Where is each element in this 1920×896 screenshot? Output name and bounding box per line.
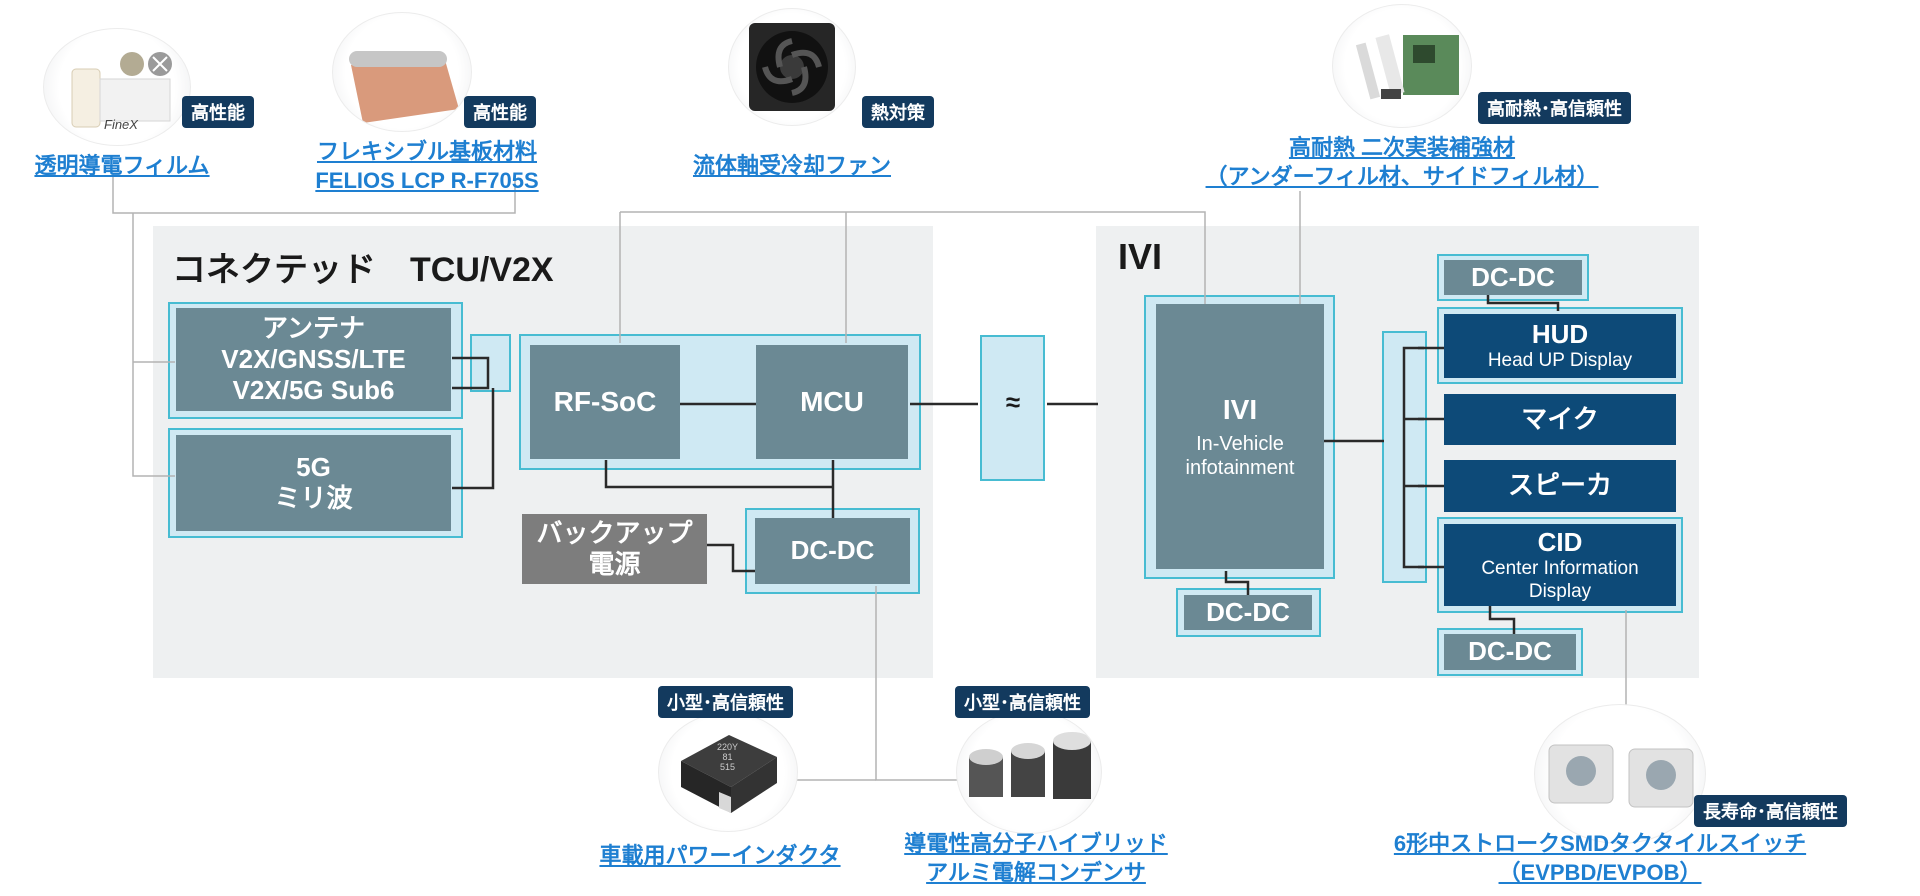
switch-link-line-2[interactable]: （EVPBD/EVPOB） [1498,859,1702,885]
capacitor-badge: 小型･高信頼性 [955,686,1090,718]
hud-subtitle: Head UP Display [1487,350,1633,372]
inductor-photo: 220Y 81 515 [658,712,798,832]
syringe-pcb-icon [1355,34,1459,100]
underfill-link-line-2[interactable]: （アンダーフィル材、サイドフィル材） [1205,163,1599,189]
rfsoc-block: RF-SoC [530,345,680,459]
capacitor-photo [956,710,1102,834]
small-connector-frame [470,334,511,392]
felios-photo [332,12,472,132]
cid-dcdc-block: DC-DC [1444,634,1576,670]
film-photo: FineX [43,28,191,146]
backup-line-2: 電源 [588,549,641,579]
copper-roll-icon [349,51,459,123]
inductor-marking: 220Y 81 515 [717,742,739,773]
switch-badge: 長寿命･高信頼性 [1694,795,1847,827]
ivi-block-title: IVI [1222,393,1258,425]
switch-link-line-1[interactable]: 6形中ストロークSMDタクタイルスイッチ [1393,831,1807,856]
g5-line-2: ミリ波 [274,483,353,513]
felios-link-line-1[interactable]: フレキシブル基板材料 [316,139,537,164]
film-photo-logo: FineX [104,117,138,132]
underfill-photo [1332,4,1472,128]
antenna-line-1: アンテナ [262,312,365,343]
cid-title: CID [1537,526,1583,557]
cid-block: CID Center Information Display [1444,524,1676,606]
tact-switch-icon [1548,744,1694,808]
felios-badge: 高性能 [464,96,536,128]
ivi-panel-title: IVI [1118,236,1163,277]
g5-line-1: 5G [296,451,331,482]
film-badge: 高性能 [182,96,254,128]
film-link[interactable]: 透明導電フィルム [22,152,222,181]
mic-block: マイク [1444,394,1676,445]
capacitor-link-line-1[interactable]: 導電性高分子ハイブリッド [904,831,1168,856]
backup-power-block: バックアップ 電源 [522,514,707,584]
capacitor-icon [969,732,1091,799]
hud-title: HUD [1531,319,1589,349]
inductor-icon [681,735,777,813]
underfill-link[interactable]: 高耐熱 二次実装補強材 （アンダーフィル材、サイドフィル材） [1206,134,1599,191]
antenna-line-2: V2X/GNSS/LTE [221,343,406,374]
inductor-marking-1: 220Y [717,742,739,752]
link-frame [980,335,1045,481]
underfill-badge: 高耐熱･高信頼性 [1478,92,1631,124]
g5-block: 5G ミリ波 [176,435,451,531]
mcu-block: MCU [756,345,908,459]
ivi-block-sub-1: In-Vehicle [1196,433,1284,456]
cid-subtitle-1: Center Information [1481,557,1639,579]
tcu-dcdc-block: DC-DC [755,518,910,584]
antenna-line-3: V2X/5G Sub6 [232,375,395,406]
tcu-panel-title: コネクテッド TCU/V2X [172,251,554,289]
fan-badge: 熱対策 [862,96,934,128]
felios-link[interactable]: フレキシブル基板材料 FELIOS LCP R-F705S [302,138,552,195]
fan-link-line-1[interactable]: 流体軸受冷却ファン [692,153,891,178]
fan-link[interactable]: 流体軸受冷却ファン [682,152,902,181]
inductor-badge: 小型･高信頼性 [658,686,793,718]
inductor-link[interactable]: 車載用パワーインダクタ [590,842,850,871]
fan-icon [749,23,835,111]
antenna-block: アンテナ V2X/GNSS/LTE V2X/5G Sub6 [176,308,451,411]
underfill-link-line-1[interactable]: 高耐熱 二次実装補強材 [1288,135,1516,160]
backup-line-1: バックアップ [536,517,693,548]
felios-link-line-2[interactable]: FELIOS LCP R-F705S [315,167,539,193]
hud-dcdc-block: DC-DC [1444,260,1582,295]
film-roll-icon [71,52,172,128]
capacitor-link-line-2[interactable]: アルミ電解コンデンサ [926,859,1146,885]
speaker-block: スピーカ [1444,460,1676,512]
ivi-dcdc-block: DC-DC [1184,595,1312,630]
switch-photo [1534,704,1706,844]
inductor-link-line-1[interactable]: 車載用パワーインダクタ [599,843,841,868]
hud-block: HUD Head UP Display [1444,314,1676,378]
inductor-marking-2: 81 [722,751,733,762]
switch-link[interactable]: 6形中ストロークSMDタクタイルスイッチ （EVPBD/EVPOB） [1394,830,1806,887]
fan-photo [728,8,856,126]
link-break-mark: ≈ [1005,387,1021,417]
film-link-line-1[interactable]: 透明導電フィルム [34,153,210,178]
capacitor-link[interactable]: 導電性高分子ハイブリッド アルミ電解コンデンサ [896,830,1176,887]
inductor-marking-3: 515 [720,761,736,772]
cid-subtitle-2: Display [1528,580,1592,602]
ivi-block-sub-2: infotainment [1185,457,1295,480]
bus-frame [1382,331,1427,583]
ivi-block: IVI In-Vehicle infotainment [1156,304,1324,569]
